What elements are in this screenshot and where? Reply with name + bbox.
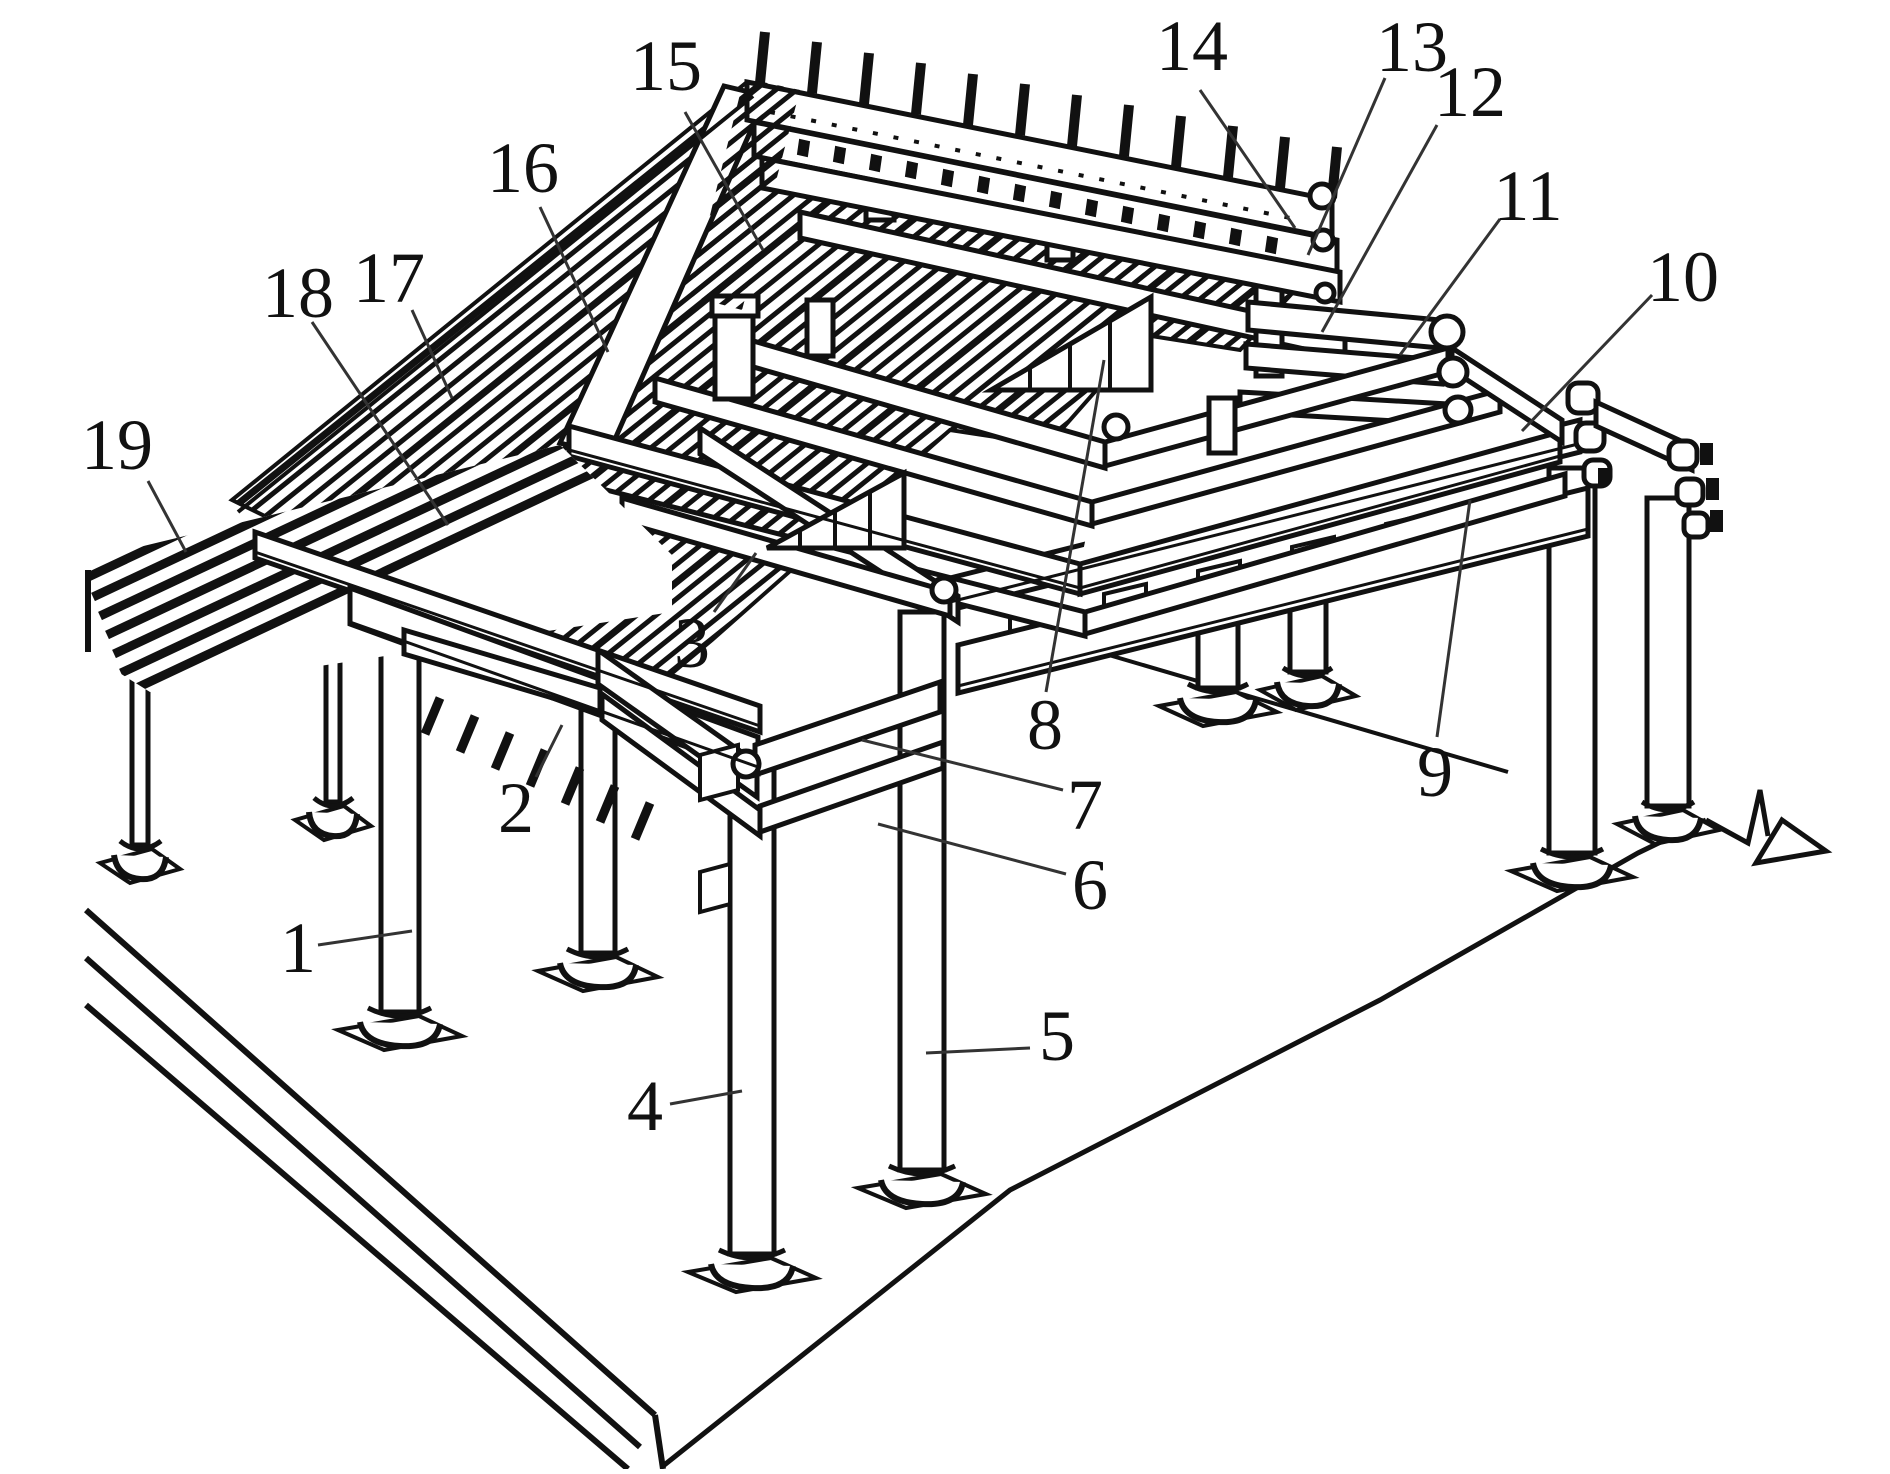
svg-text:3: 3: [674, 603, 710, 683]
svg-text:6: 6: [1072, 845, 1108, 925]
svg-text:11: 11: [1493, 156, 1562, 236]
svg-text:7: 7: [1067, 765, 1103, 845]
svg-text:2: 2: [498, 768, 534, 848]
svg-text:1: 1: [280, 908, 316, 988]
svg-text:18: 18: [262, 253, 334, 333]
svg-text:8: 8: [1027, 685, 1063, 765]
svg-text:13: 13: [1376, 7, 1448, 87]
svg-text:17: 17: [353, 238, 425, 318]
svg-text:14: 14: [1156, 6, 1228, 86]
svg-text:9: 9: [1417, 732, 1453, 812]
svg-text:15: 15: [630, 26, 702, 106]
svg-text:16: 16: [487, 128, 559, 208]
svg-text:10: 10: [1647, 237, 1719, 317]
svg-text:4: 4: [627, 1066, 663, 1146]
svg-text:19: 19: [81, 405, 153, 485]
svg-text:12: 12: [1434, 52, 1506, 132]
svg-text:5: 5: [1039, 996, 1075, 1076]
